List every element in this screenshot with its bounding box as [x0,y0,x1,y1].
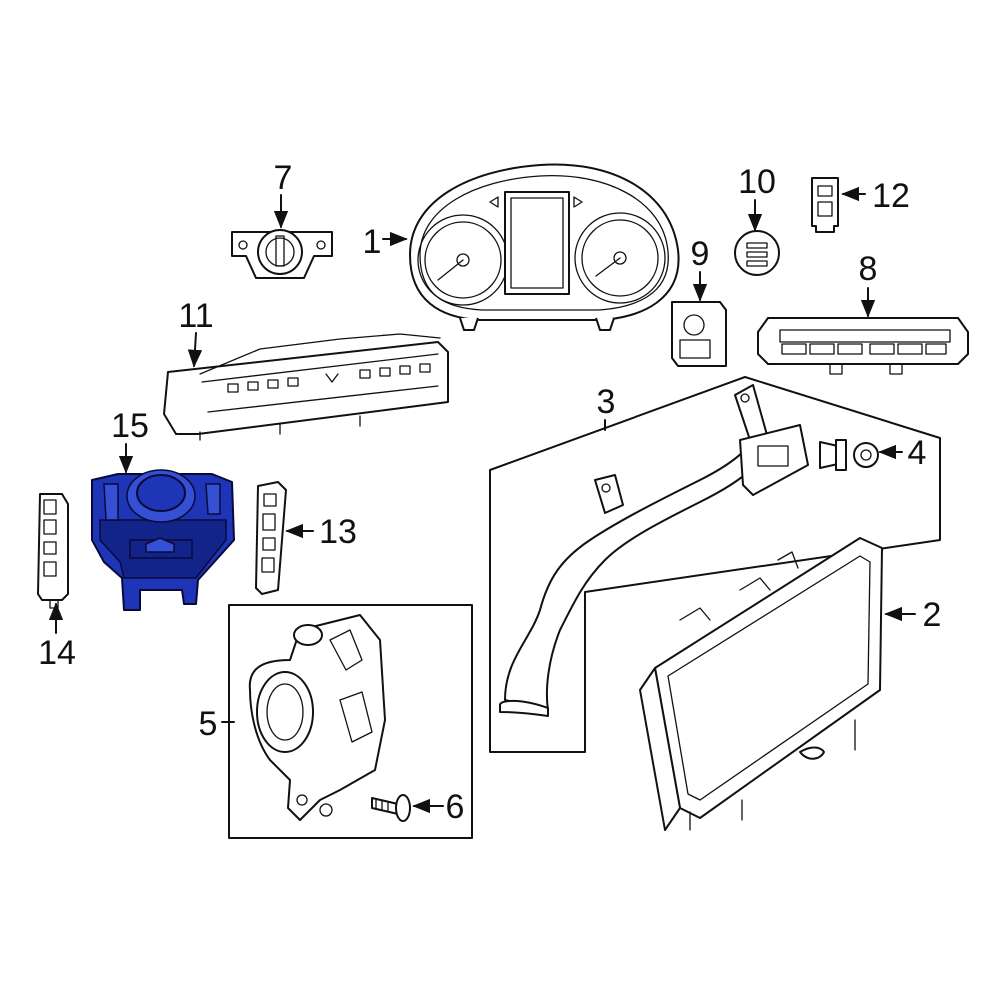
support-bracket-part[interactable] [499,384,809,717]
switch-module-part[interactable] [671,301,727,367]
bracket-assembly-box [489,376,941,753]
right-switch-panel-part[interactable] [255,481,287,595]
audio-control-panel-part[interactable] [757,317,969,375]
callout-11: 11 [178,297,213,335]
callout-7: 7 [274,159,293,197]
callout-1: 1 [363,223,382,261]
callout-13: 13 [319,513,357,551]
screw-part[interactable] [371,794,411,822]
callout-8: 8 [859,250,878,288]
callout-2: 2 [923,596,942,634]
callout-12: 12 [872,177,910,215]
callout-4: 4 [908,434,927,472]
round-switch-part[interactable] [734,230,780,276]
callout-6: 6 [446,788,465,826]
headlamp-switch-part[interactable] [231,229,333,279]
controller-part-highlighted[interactable] [91,469,235,611]
leader-arrows [48,186,916,814]
small-switch-part[interactable] [811,177,839,233]
callout-14: 14 [38,634,76,672]
callout-15: 15 [111,407,149,445]
instrument-cluster-part[interactable] [409,163,680,331]
callout-5: 5 [199,705,218,743]
climate-control-panel-part[interactable] [163,333,449,441]
display-screen-part[interactable] [639,537,883,831]
callout-labels: 1 2 3 4 5 6 7 8 9 10 11 12 13 14 15 [38,159,941,826]
callout-10: 10 [738,163,776,201]
callout-9: 9 [691,235,710,273]
steering-column-lock-part[interactable] [248,614,386,821]
left-switch-panel-part[interactable] [37,493,69,609]
callout-3: 3 [597,383,616,421]
push-clip-part[interactable] [819,439,879,471]
